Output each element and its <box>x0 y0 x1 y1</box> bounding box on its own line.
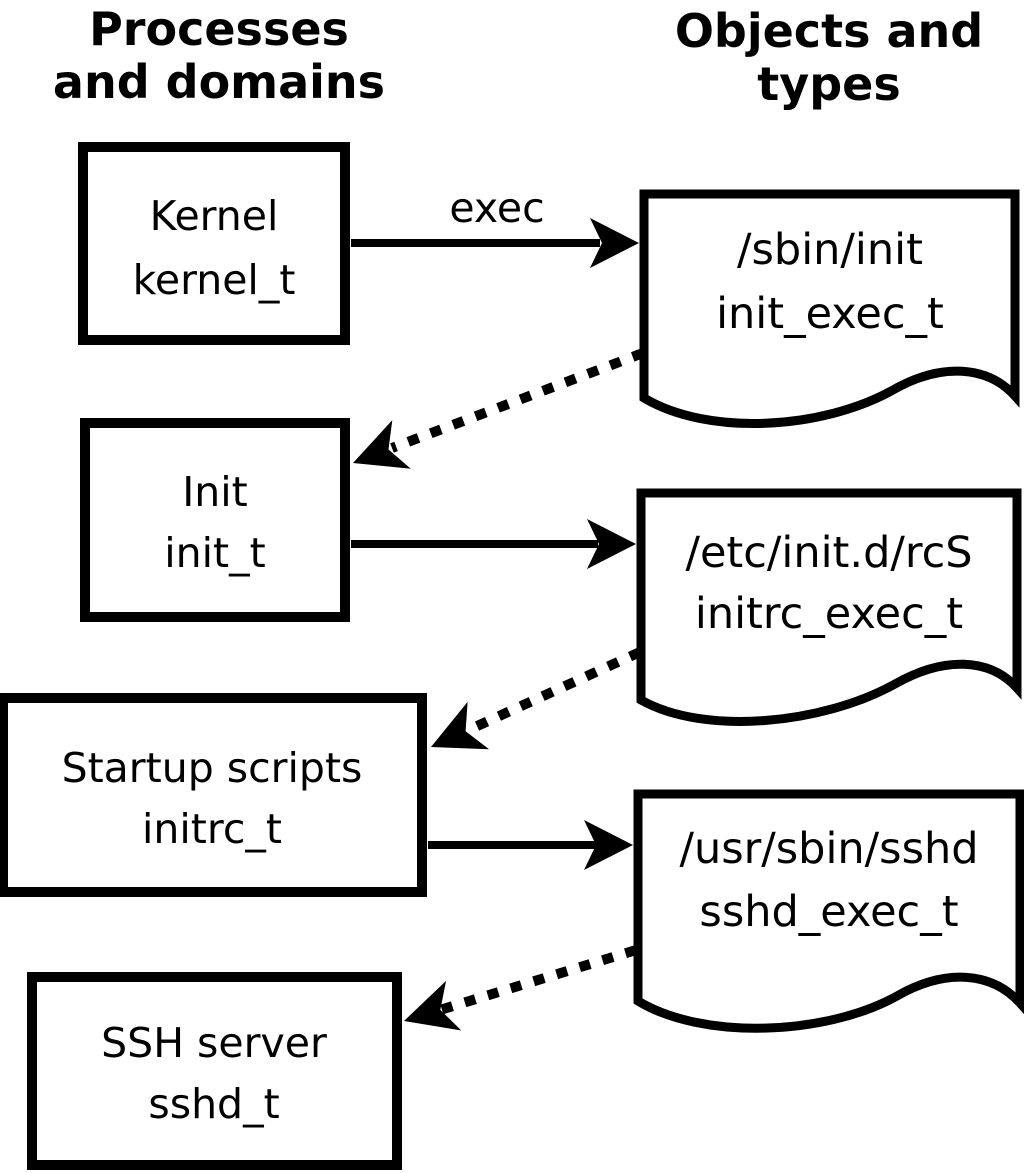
left-header-line2: and domains <box>53 55 385 109</box>
document-shape <box>639 189 1020 428</box>
transition-arrow-line <box>461 647 643 737</box>
object-doc-usr-sbin-sshd: /usr/sbin/sshd sshd_exec_t <box>633 789 1024 1033</box>
process-box-kernel: Kernel kernel_t <box>78 142 350 345</box>
document-shape <box>636 488 1022 726</box>
left-header-line1: Processes <box>89 2 349 56</box>
process-name: Startup scripts <box>62 744 363 792</box>
process-box-startup-scripts: Startup scripts initrc_t <box>0 693 427 897</box>
right-header-line2: types <box>757 57 900 111</box>
process-domain-type: init_t <box>164 529 265 577</box>
arrowhead-icon <box>404 980 462 1031</box>
transition-arrow-line <box>390 348 645 453</box>
process-box-rect <box>80 418 350 622</box>
object-type: init_exec_t <box>716 289 944 339</box>
process-box-rect <box>27 972 402 1170</box>
left-column-header: Processes and domains <box>53 2 385 109</box>
transition-arrow-sshd-exec-to-sshd <box>404 945 638 1031</box>
process-domain-type: kernel_t <box>133 256 296 304</box>
process-name: Init <box>182 468 248 516</box>
process-domain-type: sshd_t <box>148 1080 279 1128</box>
right-header-line1: Objects and <box>675 4 983 58</box>
object-path: /usr/sbin/sshd <box>679 824 978 874</box>
arrowhead-icon <box>590 218 639 268</box>
document-shape <box>633 789 1024 1033</box>
exec-arrow-label: exec <box>449 184 544 232</box>
transition-arrow-init-exec-to-init <box>353 348 645 469</box>
object-type: initrc_exec_t <box>695 589 963 639</box>
arrowhead-icon <box>353 420 411 469</box>
right-column-header: Objects and types <box>675 4 983 111</box>
exec-arrow-initrc-to-sshd-exec <box>428 820 633 870</box>
object-path: /sbin/init <box>737 225 923 275</box>
arrowhead-icon <box>584 820 633 870</box>
process-name: SSH server <box>101 1019 327 1067</box>
process-name: Kernel <box>150 192 279 240</box>
process-box-init: Init init_t <box>80 418 350 622</box>
arrowhead-icon <box>587 519 636 569</box>
transition-arrow-initrc-exec-to-initrc <box>431 647 643 750</box>
exec-arrow-kernel-to-init-exec <box>351 218 639 268</box>
object-path: /etc/init.d/rcS <box>685 528 972 578</box>
object-doc-sbin-init: /sbin/init init_exec_t <box>639 189 1020 428</box>
process-box-ssh-server: SSH server sshd_t <box>27 972 402 1170</box>
object-doc-etc-initd-rcs: /etc/init.d/rcS initrc_exec_t <box>636 488 1022 726</box>
object-type: sshd_exec_t <box>699 887 958 937</box>
process-box-rect <box>78 142 350 345</box>
arrowhead-icon <box>431 701 490 750</box>
process-domain-type: initrc_t <box>142 805 282 853</box>
process-box-rect <box>0 693 427 897</box>
transition-arrow-line <box>438 945 638 1015</box>
exec-arrow-init-to-initrc-exec <box>351 519 636 569</box>
